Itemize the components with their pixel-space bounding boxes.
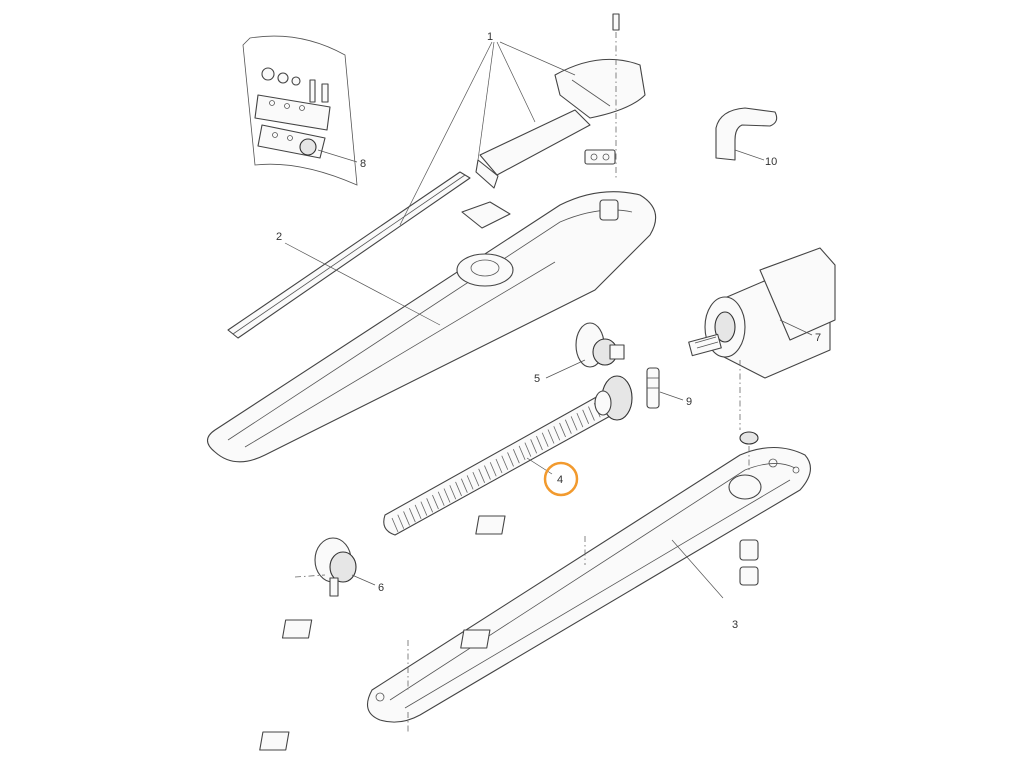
callout-2: 2 bbox=[276, 231, 282, 243]
screw-thread-lines bbox=[391, 403, 601, 533]
part-10-release-handle bbox=[715, 107, 778, 161]
thread-line bbox=[564, 419, 572, 434]
thread-line bbox=[443, 488, 451, 503]
thread-line bbox=[437, 491, 445, 506]
thread-line bbox=[484, 465, 491, 480]
part-5-gear bbox=[545, 322, 625, 379]
thread-line bbox=[420, 501, 428, 516]
thread-line bbox=[501, 455, 509, 470]
thread-line bbox=[472, 471, 480, 487]
callout-7: 7 bbox=[815, 332, 821, 344]
thread-line bbox=[408, 508, 416, 523]
thread-line bbox=[559, 422, 566, 438]
thread-line bbox=[507, 452, 514, 467]
thread-line bbox=[553, 426, 561, 441]
thread-line bbox=[541, 432, 549, 447]
thread-line bbox=[391, 517, 399, 533]
thread-line bbox=[432, 494, 439, 510]
thread-line bbox=[495, 458, 503, 474]
callout-5: 5 bbox=[534, 373, 540, 385]
part-6-front-bracket bbox=[294, 537, 376, 597]
callout-1: 1 bbox=[487, 31, 493, 43]
thread-line bbox=[512, 449, 520, 464]
thread-line bbox=[460, 478, 468, 493]
thread-line bbox=[426, 498, 434, 513]
callout-3: 3 bbox=[732, 619, 738, 631]
callout-6: 6 bbox=[378, 582, 384, 594]
highlight-ring bbox=[543, 461, 579, 497]
thread-line bbox=[536, 435, 543, 451]
part-2-upper-shell bbox=[206, 191, 657, 463]
callout-8: 8 bbox=[360, 158, 366, 170]
thread-line bbox=[403, 511, 410, 526]
part-3-base-housing bbox=[259, 431, 811, 751]
thread-line bbox=[547, 429, 555, 444]
thread-line bbox=[570, 416, 578, 431]
thread-line bbox=[524, 442, 532, 457]
part-8-hardware-kit bbox=[242, 35, 358, 186]
callout-9: 9 bbox=[686, 396, 692, 408]
thread-line bbox=[449, 485, 457, 500]
thread-line bbox=[489, 462, 497, 477]
part-7-motor bbox=[688, 247, 836, 430]
thread-line bbox=[466, 475, 474, 490]
thread-line bbox=[530, 439, 538, 454]
thread-line bbox=[576, 412, 584, 428]
thread-line bbox=[518, 445, 526, 461]
part-4-worm-screw bbox=[383, 375, 633, 536]
thread-line bbox=[397, 514, 405, 529]
part-9-connector bbox=[646, 367, 684, 409]
thread-line bbox=[582, 409, 590, 424]
callout-10: 10 bbox=[765, 156, 777, 168]
callout-labels: 1 2 3 4 5 6 7 8 9 10 bbox=[276, 31, 821, 631]
callout-4: 4 bbox=[557, 474, 563, 486]
thread-line bbox=[455, 481, 462, 497]
part-1-covers bbox=[227, 13, 646, 339]
thread-line bbox=[588, 406, 595, 421]
thread-line bbox=[478, 468, 486, 483]
thread-line bbox=[414, 504, 422, 520]
